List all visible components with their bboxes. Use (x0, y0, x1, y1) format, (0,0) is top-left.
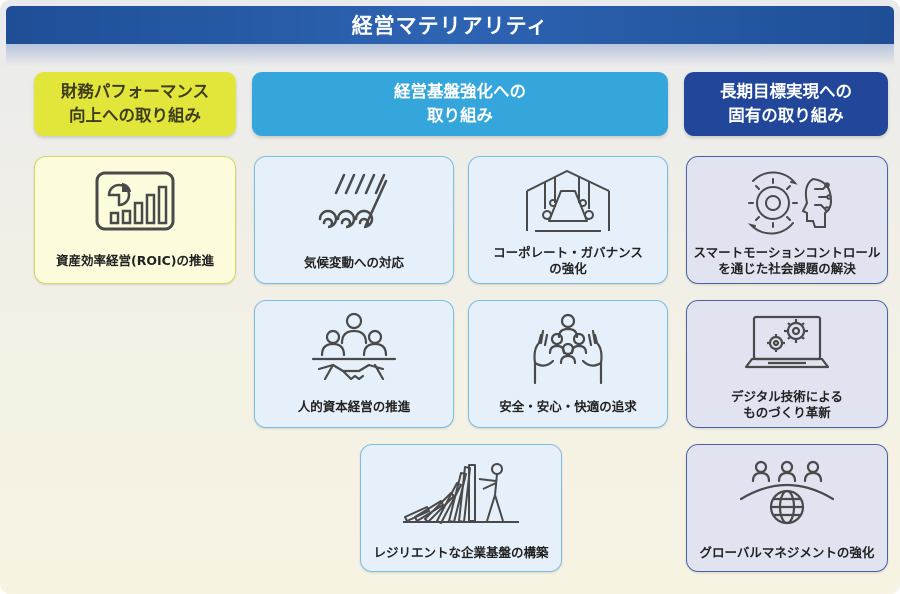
card-label-safety: 安全・安心・快適の追求 (499, 399, 637, 414)
column-header-longterm: 長期目標実現への 固有の取り組み (684, 72, 888, 136)
card-label-governance: コーポレート・ガバナンス の強化 (493, 245, 643, 276)
handshake-icon (311, 312, 397, 381)
column-header-financial: 財務パフォーマンス 向上への取り組み (34, 72, 236, 136)
card-resilient: レジリエントな企業基盤の構築 (360, 444, 562, 572)
chart-icon (95, 171, 175, 231)
card-digital: デジタル技術による ものづくり革新 (686, 300, 888, 428)
column-header-management: 経営基盤強化への 取り組み (252, 72, 668, 136)
globe-people-icon (739, 460, 835, 525)
hands-people-icon (533, 313, 603, 385)
card-label-smart-motion: スマートモーションコントロール を通じた社会課題の解決 (693, 245, 881, 276)
card-label-roic: 資産効率経営(ROIC)の推進 (55, 253, 214, 268)
card-climate: 気候変動への対応 (254, 156, 454, 284)
banner-shadow (6, 44, 894, 66)
boardroom-icon (526, 170, 610, 232)
card-governance: コーポレート・ガバナンス の強化 (468, 156, 668, 284)
dominoes-icon (403, 463, 519, 524)
card-label-resilient: レジリエントな企業基盤の構築 (373, 545, 549, 560)
rain-waves-icon (318, 173, 388, 229)
card-label-global: グローバルマネジメントの強化 (699, 545, 875, 560)
card-human-capital: 人的資本経営の推進 (254, 300, 454, 428)
card-smart-motion: スマートモーションコントロール を通じた社会課題の解決 (686, 156, 888, 284)
laptop-gears-icon (744, 315, 830, 369)
card-label-digital: デジタル技術による ものづくり革新 (731, 389, 843, 420)
card-safety: 安全・安心・快適の追求 (468, 300, 668, 428)
gear-head-icon (747, 171, 833, 235)
card-roic: 資産効率経営(ROIC)の推進 (34, 156, 236, 284)
card-label-climate: 気候変動への対応 (303, 255, 404, 270)
card-label-human-capital: 人的資本経営の推進 (297, 399, 411, 414)
card-global: グローバルマネジメントの強化 (686, 444, 888, 572)
banner-title: 経営マテリアリティ (6, 6, 894, 44)
